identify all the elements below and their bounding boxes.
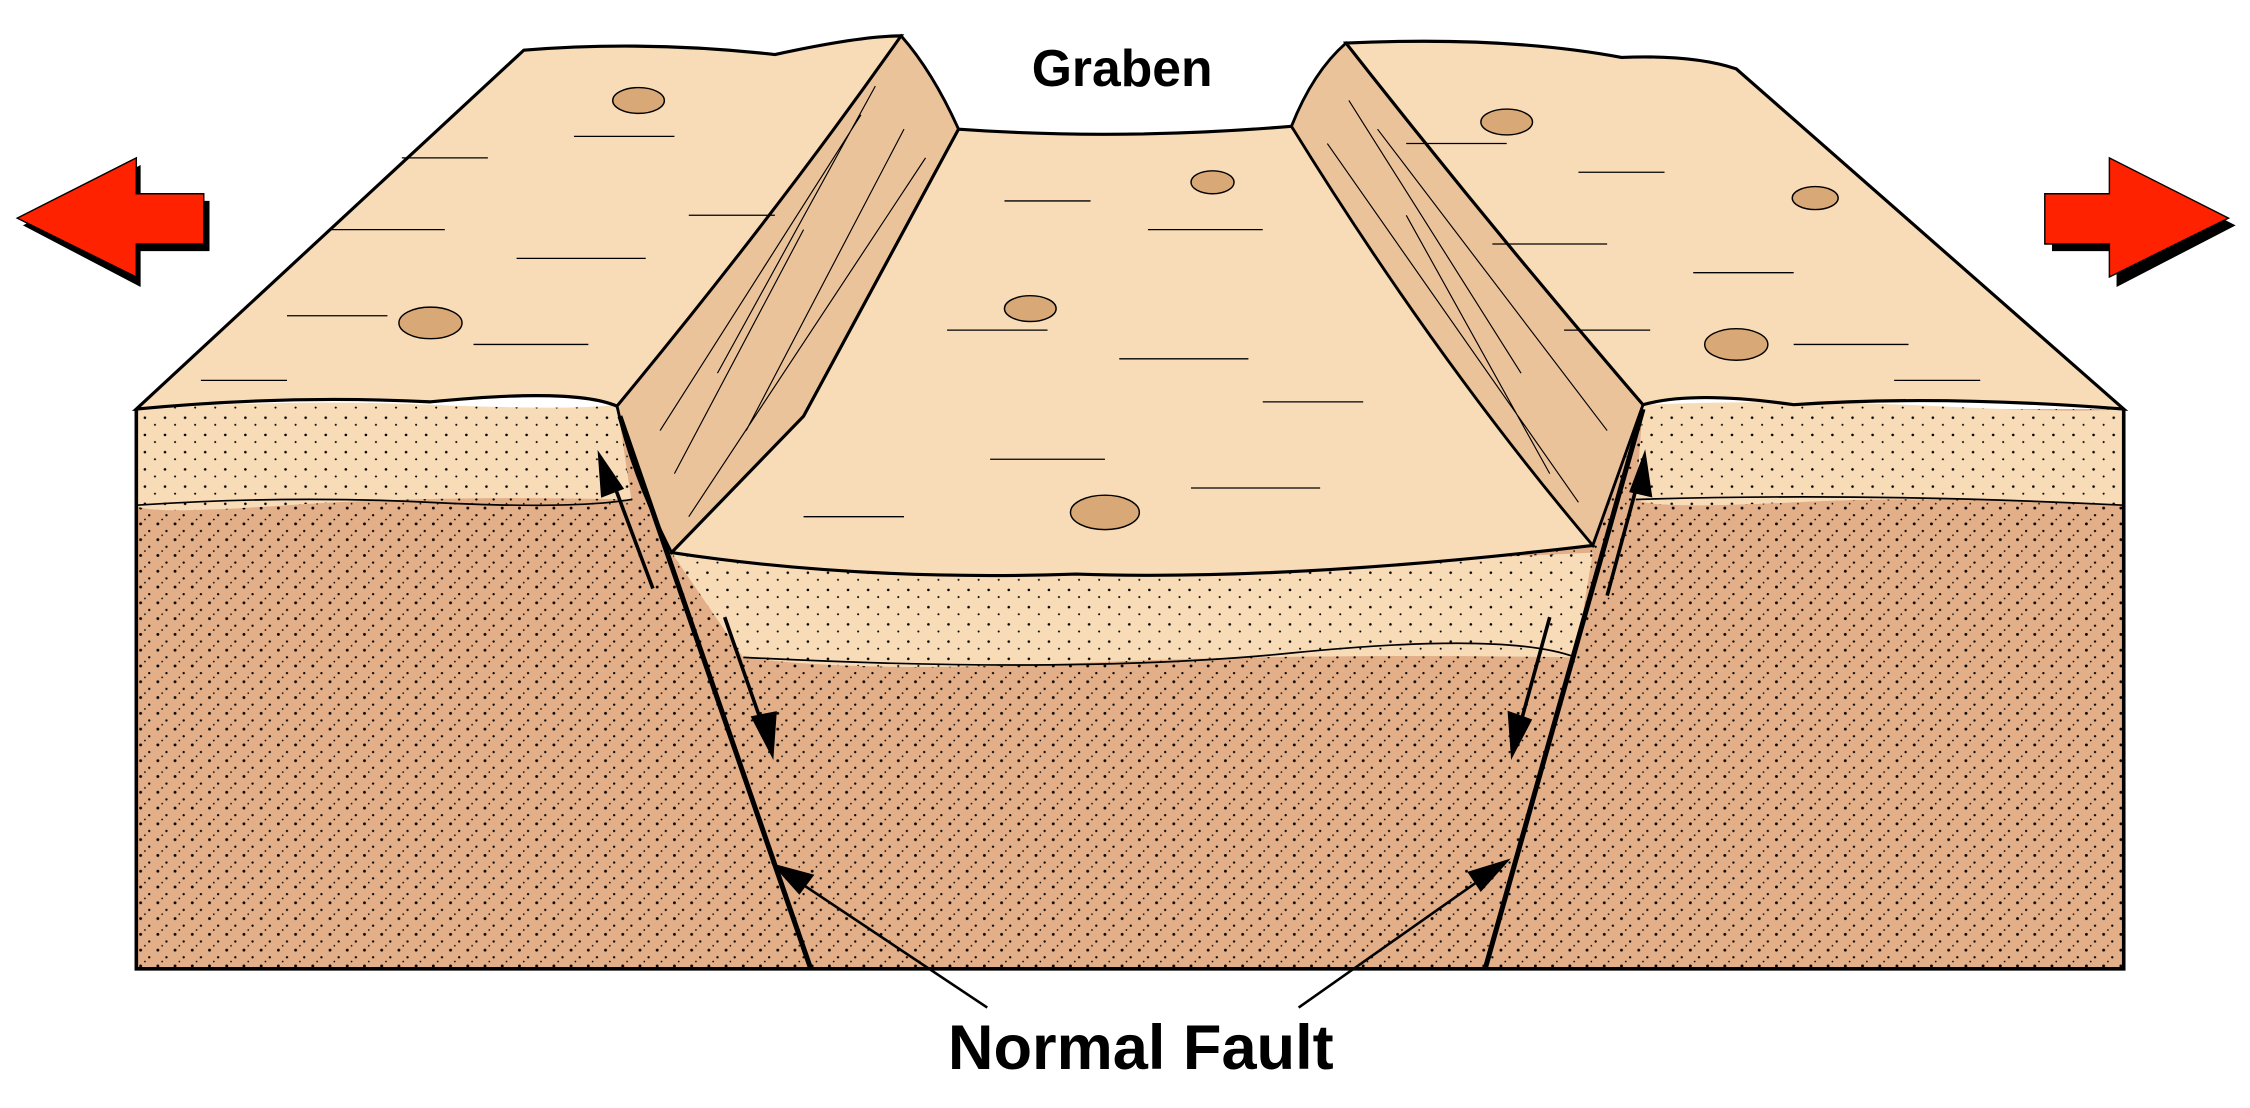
block-outline (134, 409, 2126, 971)
plant-tufts (398, 86, 1839, 531)
right-block-surface (1342, 39, 2129, 411)
upper-sand-layer (136, 402, 2124, 667)
graben-label: Graben (1032, 39, 1213, 97)
right-extension-arrow-icon (2044, 156, 2236, 288)
normal-fault-label: Normal Fault (948, 1013, 1334, 1083)
surface-texture (200, 135, 1981, 518)
fault-slip-arrows (597, 449, 1653, 760)
normal-fault-lines (617, 408, 1646, 970)
label-pointers (771, 858, 1511, 1009)
left-extension-arrow-icon (15, 156, 210, 288)
